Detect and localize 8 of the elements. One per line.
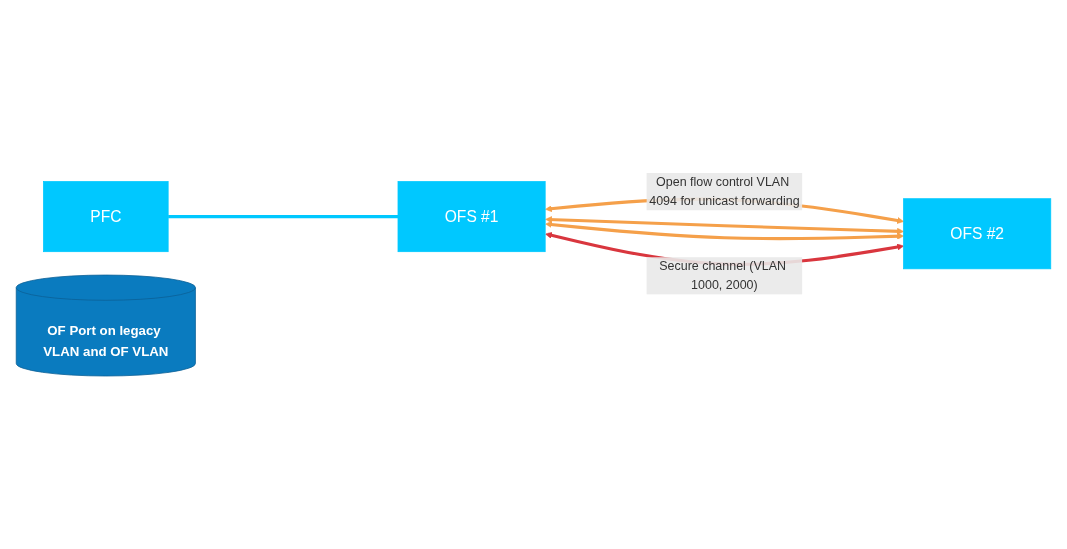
node-box: OFS #1: [397, 181, 546, 253]
connector: [168, 215, 398, 219]
node-box: OFS #2: [903, 198, 1052, 270]
edge-label: Open flow control VLAN 4094 for unicast forwarding: [649, 175, 800, 208]
edge-label: Secure channel (VLAN 1000, 2000): [659, 259, 787, 292]
arrow: [545, 221, 904, 241]
arrow: [545, 216, 904, 235]
node-box: PFC: [43, 181, 169, 253]
